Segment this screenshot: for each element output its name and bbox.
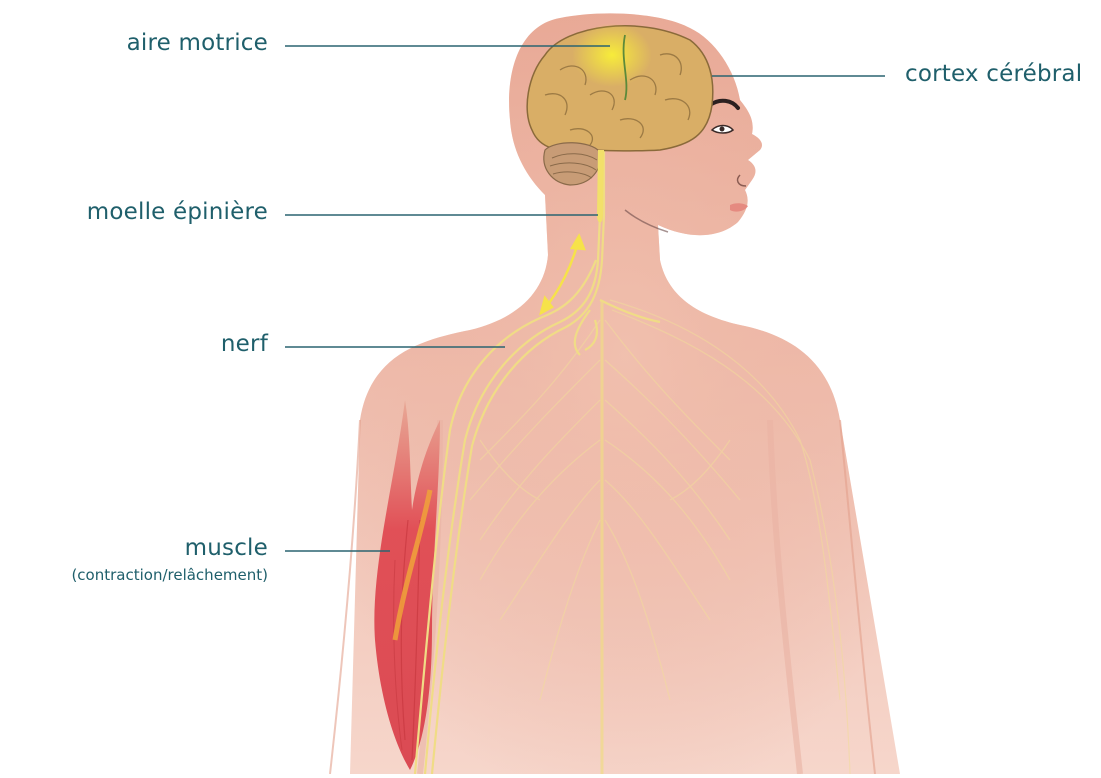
label-cortex-cerebral: cortex cérébral [905,61,1082,87]
label-nerf: nerf [120,331,268,357]
label-muscle-sub: (contraction/relâchement) [0,566,268,584]
label-moelle-epiniere: moelle épinière [40,199,268,225]
label-aire-motrice: aire motrice [60,30,268,56]
label-muscle: muscle [60,535,268,561]
spinal-cord [597,150,604,223]
